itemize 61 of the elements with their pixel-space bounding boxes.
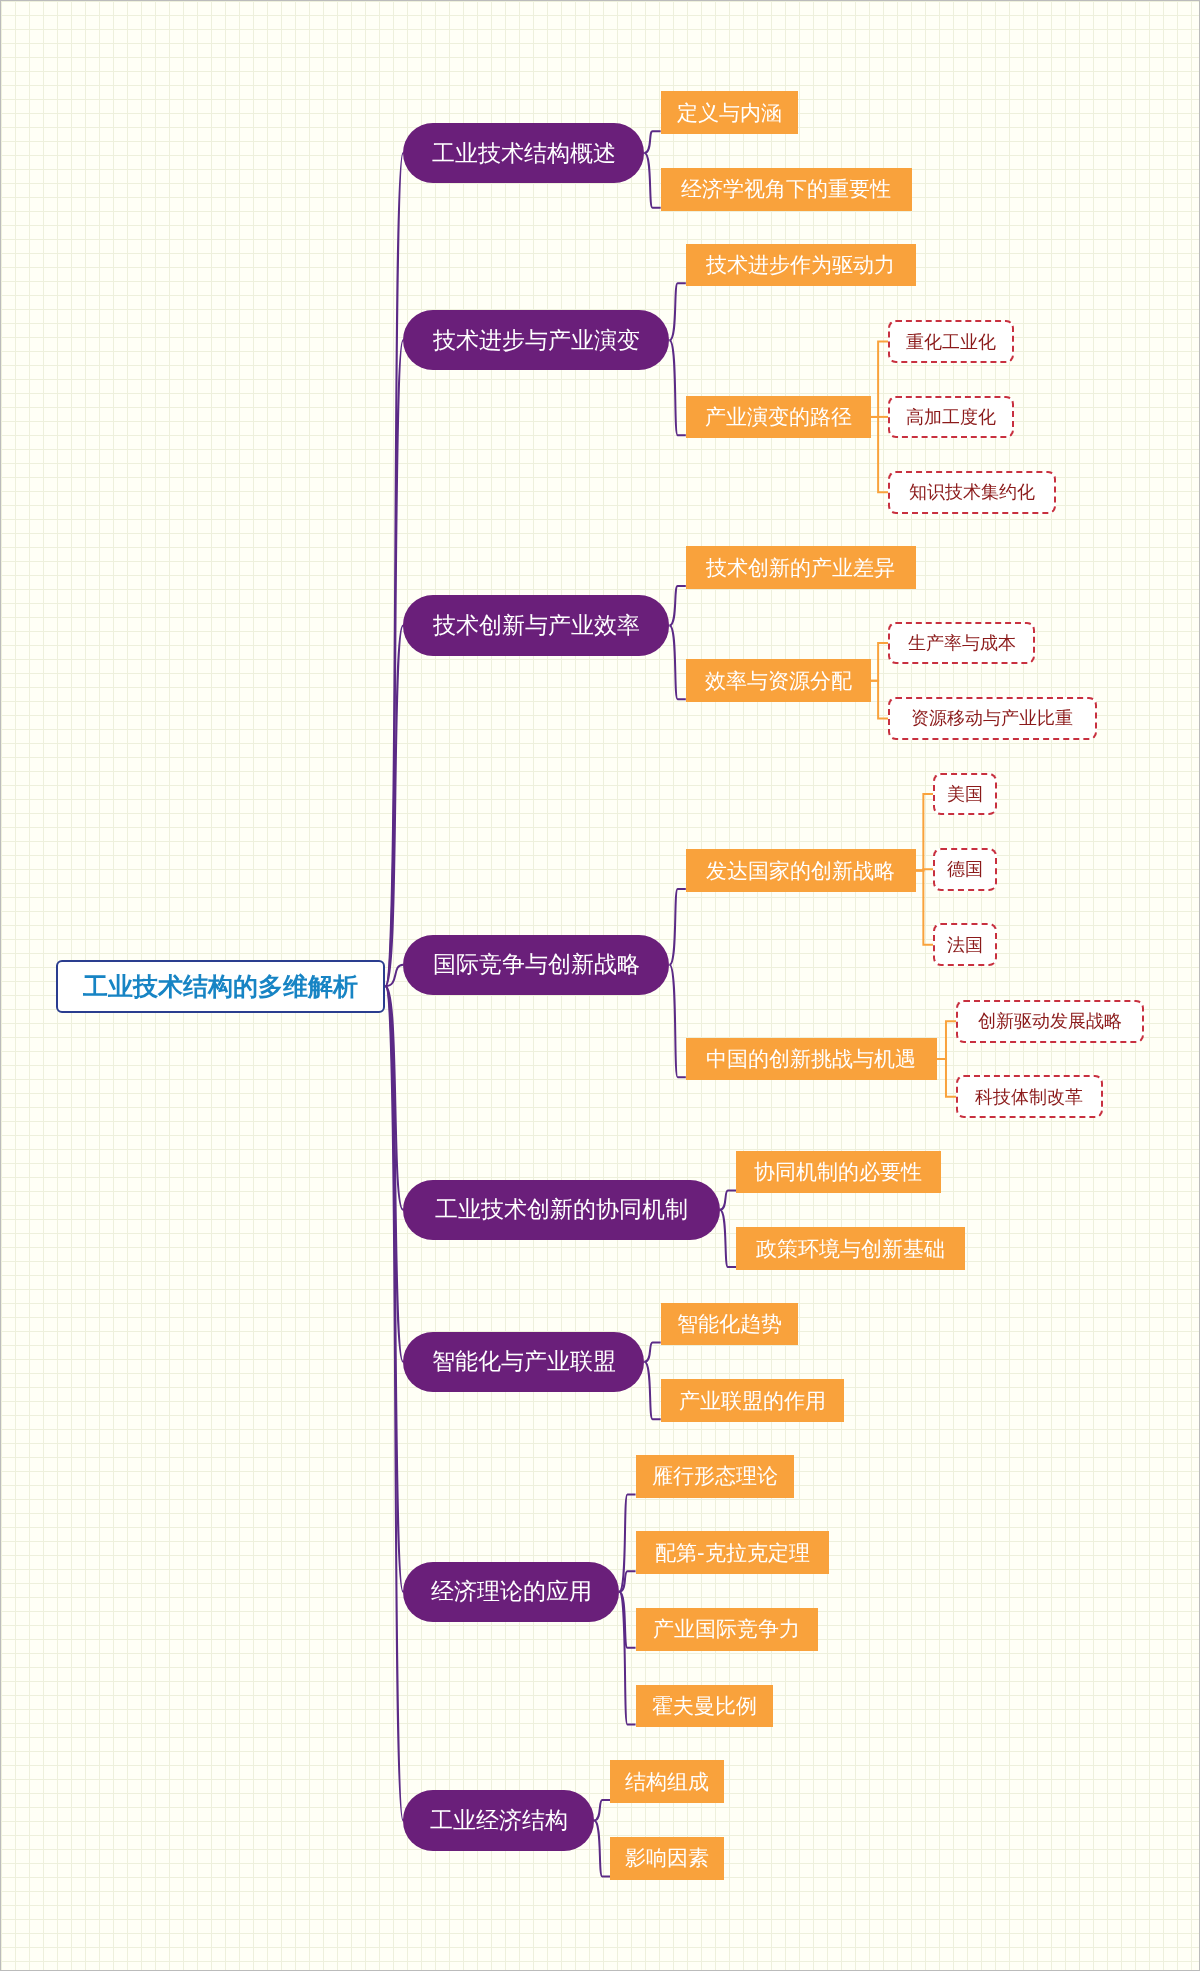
- branch-topic-pill: 技术创新与产业效率: [403, 595, 670, 656]
- connector-line: [914, 869, 935, 946]
- subtopic-box: 结构组成: [610, 1760, 724, 1803]
- subtopic-box: 产业国际竞争力: [635, 1608, 818, 1651]
- connector-line: [718, 1189, 738, 1211]
- connector-line: [643, 1341, 662, 1363]
- connector-line: [668, 585, 687, 627]
- connector-line: [718, 1208, 738, 1269]
- subtopic-box: 经济学视角下的重要性: [660, 168, 912, 211]
- subtopic-box: 产业联盟的作用: [660, 1379, 845, 1423]
- root-topic-box: 工业技术结构的多维解析: [56, 959, 386, 1013]
- subtopic-box: 政策环境与创新基础: [736, 1227, 965, 1271]
- subtopic-box: 效率与资源分配: [685, 659, 871, 703]
- detail-box: 德国: [933, 847, 998, 891]
- subtopic-box: 协同机制的必要性: [736, 1150, 941, 1194]
- subtopic-box: 发达国家的创新战略: [685, 849, 916, 892]
- connector-line: [384, 624, 405, 988]
- branch-topic-pill: 工业技术创新的协同机制: [403, 1179, 720, 1240]
- connector-line: [593, 1819, 612, 1878]
- connector-line: [618, 1590, 637, 1649]
- detail-box: 创新驱动发展战略: [955, 999, 1145, 1043]
- connector-line: [869, 679, 890, 720]
- connector-line: [618, 1570, 637, 1593]
- connector-line: [643, 152, 662, 209]
- branch-topic-pill: 经济理论的应用: [403, 1561, 620, 1622]
- connector-line: [936, 1058, 957, 1098]
- detail-box: 知识技术集约化: [888, 470, 1057, 514]
- connector-line: [668, 624, 687, 701]
- subtopic-box: 雁行形态理论: [635, 1454, 794, 1498]
- connector-line: [668, 963, 687, 1079]
- connector-line: [643, 1360, 662, 1421]
- branch-topic-pill: 工业经济结构: [403, 1790, 595, 1851]
- connector-line: [593, 1798, 612, 1822]
- subtopic-box: 智能化趋势: [660, 1302, 798, 1346]
- connector-line: [643, 130, 662, 155]
- branch-topic-pill: 工业技术结构概述: [403, 122, 645, 184]
- subtopic-box: 中国的创新挑战与机遇: [685, 1037, 938, 1081]
- subtopic-box: 技术创新的产业差异: [685, 546, 916, 590]
- detail-box: 科技体制改革: [955, 1075, 1103, 1119]
- subtopic-box: 配第-克拉克定理: [635, 1531, 830, 1575]
- detail-box: 资源移动与产业比重: [888, 697, 1097, 740]
- connector-line: [618, 1590, 637, 1726]
- connector-line: [668, 282, 687, 342]
- branch-topic-pill: 智能化与产业联盟: [403, 1331, 645, 1392]
- subtopic-box: 定义与内涵: [660, 91, 798, 135]
- subtopic-box: 影响因素: [610, 1836, 724, 1880]
- detail-box: 法国: [933, 923, 998, 966]
- subtopic-box: 产业演变的路径: [685, 395, 871, 439]
- subtopic-box: 霍夫曼比例: [635, 1684, 773, 1728]
- connector-line: [618, 1493, 637, 1593]
- connector-line: [668, 887, 687, 966]
- connector-line: [668, 339, 687, 437]
- branch-topic-pill: 技术进步与产业演变: [403, 310, 670, 371]
- connector-line: [869, 415, 890, 494]
- subtopic-box: 技术进步作为驱动力: [685, 243, 916, 287]
- detail-box: 生产率与成本: [888, 621, 1036, 665]
- branch-topic-pill: 国际竞争与创新战略: [403, 934, 670, 995]
- detail-box: 高加工度化: [888, 395, 1014, 439]
- connector-line: [384, 963, 405, 988]
- detail-box: 重化工业化: [888, 320, 1014, 363]
- detail-box: 美国: [933, 772, 998, 816]
